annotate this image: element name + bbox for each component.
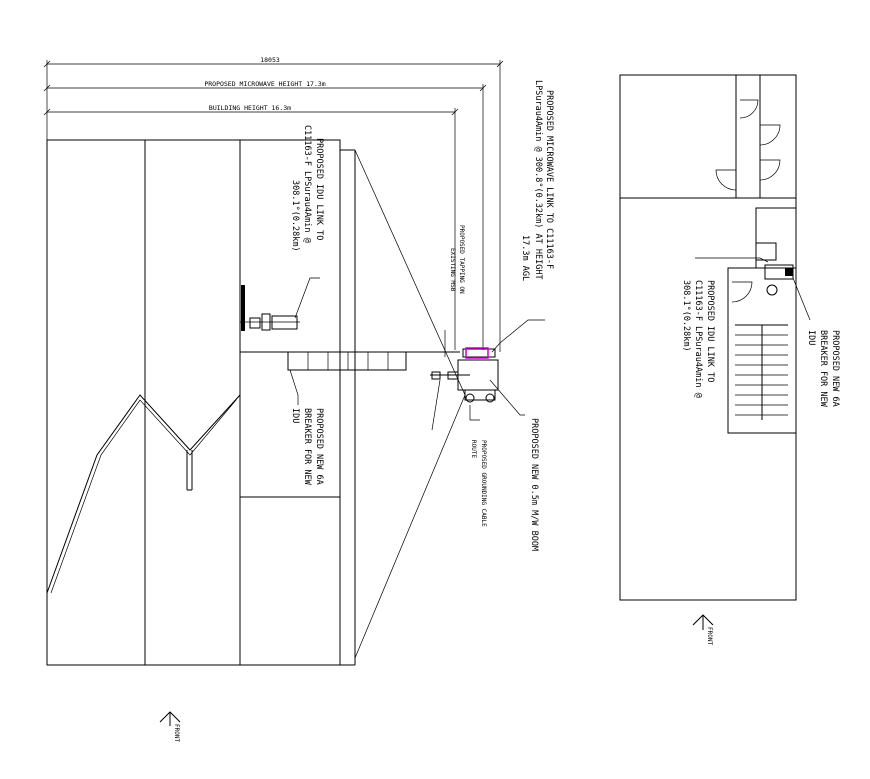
microwave-link-label-2: LPSurau4Amin @ 300.8°(0.32km) AT HEIGHT: [533, 80, 543, 280]
dimension-lines: [43, 60, 504, 352]
front-arrow-elevation: [159, 711, 181, 726]
microwave-dish-highlight: [465, 347, 489, 359]
building-height-dimension: BUILDING HEIGHT 16.3m: [209, 104, 291, 112]
plan-equipment: [785, 268, 793, 276]
idu-link-label-1: PROPOSED IDU LINK TO: [314, 138, 324, 240]
building-outline: [46, 139, 466, 666]
front-arrow-plan: [692, 614, 714, 630]
idu-cabinet: [241, 285, 245, 331]
plan-breaker-label-3: IDU: [806, 330, 816, 345]
idu-link-label-2: C11163-F LPSurau4Amin @: [302, 125, 312, 243]
leader-lines: [289, 277, 545, 421]
tapping-label-1: PROPOSED TAPPING ON: [458, 225, 465, 294]
plan-breaker-label-1: PROPOSED NEW 6A: [830, 330, 840, 407]
front-label-plan: FRONT: [706, 627, 713, 645]
plan-idu-link-label-2: C11163-F LPSurau4Amin @: [693, 280, 703, 398]
elevation-breaker-label-3: IDU: [290, 408, 300, 423]
boom-label: PROPOSED NEW 0.5m M/W BOOM: [529, 418, 539, 551]
elevation-breaker-label-2: BREAKER FOR NEW: [302, 408, 312, 486]
plan-view: PROPOSED IDU LINK TO C11163-F LPSurau4Am…: [619, 74, 840, 645]
plan-idu-link-label-3: 308.1°(0.28km): [681, 280, 691, 352]
elevation-breaker-label-1: PROPOSED NEW 6A: [314, 408, 324, 485]
grounding-label-2: ROUTE: [470, 440, 477, 458]
grounding-label-1: PROPOSED GROUNDING CABLE: [480, 440, 487, 527]
front-label-elevation: FRONT: [173, 724, 180, 742]
idu-link-label-3: 308.1°(0.28km): [290, 180, 300, 252]
tapping-label-2: EXISTING MSB: [449, 248, 456, 292]
elevation-view: 18053 PROPOSED MICROWAVE HEIGHT 17.3m BU…: [43, 56, 554, 742]
plan-idu-link-label-1: PROPOSED IDU LINK TO: [705, 280, 715, 382]
microwave-height-dimension: PROPOSED MICROWAVE HEIGHT 17.3m: [204, 80, 325, 88]
mast-assembly: [430, 347, 499, 431]
overall-dimension: 18053: [260, 56, 280, 64]
microwave-link-label-3: 17.3m AGL: [520, 235, 530, 281]
microwave-link-label-1: PROPOSED MICROWAVE LINK TO C11163-F: [544, 90, 554, 269]
plan-breaker-label-2: BREAKER FOR NEW: [818, 330, 828, 408]
